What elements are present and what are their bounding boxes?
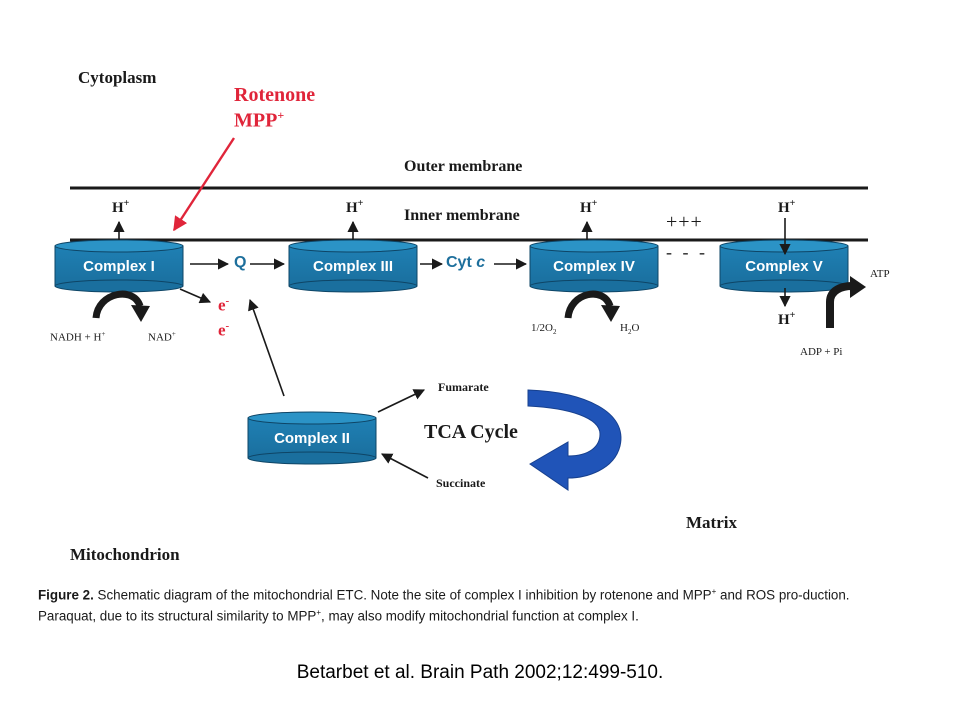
mitochondrion-label: Mitochondrion: [70, 545, 180, 564]
proton-label-4: H+: [580, 198, 598, 216]
complex-i-shape: [54, 239, 184, 293]
proton-label-5-bottom: H+: [778, 310, 796, 328]
arrow-succinate-c2: [381, 453, 429, 479]
complex-iv-label: Complex IV: [553, 258, 635, 275]
electron-label-1: e-: [218, 295, 230, 315]
nad-label: NAD+: [148, 330, 176, 344]
complex-v-shape: [719, 239, 849, 293]
water-label: H2O: [620, 322, 640, 337]
complex-iv-shape: [529, 239, 659, 293]
complex-iii-shape: [288, 239, 418, 293]
succinate-label: Succinate: [436, 476, 486, 490]
proton-label-1: H+: [112, 198, 130, 216]
matrix-label: Matrix: [686, 513, 737, 532]
proton-label-5-top: H+: [778, 198, 796, 216]
rotenone-label: Rotenone: [234, 84, 316, 106]
nadh-curved-arrow: [92, 290, 144, 319]
figure-caption: Figure 2. Schematic diagram of the mitoc…: [38, 587, 850, 624]
adp-label: ADP + Pi: [800, 346, 843, 358]
cytochrome-c-label: Cyt c: [446, 254, 486, 271]
mpp-label: MPP+: [234, 108, 285, 132]
negative-gradient-label: - - -: [666, 242, 708, 262]
complex-ii-shape: [247, 411, 377, 465]
complex-iii-label: Complex III: [312, 258, 394, 275]
fumarate-label: Fumarate: [438, 380, 489, 394]
oxygen-curved-arrow: [564, 290, 614, 319]
cytoplasm-label: Cytoplasm: [78, 68, 157, 87]
complex-ii-label: Complex II: [274, 430, 350, 447]
atp-curved-arrow: [826, 282, 853, 328]
outer-membrane-label: Outer membrane: [404, 158, 523, 175]
inner-membrane-label: Inner membrane: [404, 207, 520, 224]
positive-gradient-label: +++: [666, 211, 703, 233]
inhibitor-arrow: [172, 137, 236, 232]
oxygen-label: 1/2O2: [531, 322, 557, 337]
complex-i-label: Complex I: [83, 258, 155, 275]
electron-leak-arrow: [179, 288, 212, 304]
tca-cycle-arrow: [527, 389, 622, 491]
arrow-c2-q: [248, 298, 285, 397]
arrow-c2-fumarate: [377, 389, 426, 413]
ubiquinone-label: Q: [234, 254, 247, 271]
tca-cycle-label: TCA Cycle: [424, 421, 518, 443]
nadh-label: NADH + H+: [50, 330, 106, 344]
complex-v-label: Complex V: [745, 258, 823, 275]
electron-label-2: e-: [218, 320, 230, 340]
atp-label: ATP: [870, 268, 890, 280]
citation: Betarbet et al. Brain Path 2002;12:499-5…: [296, 662, 664, 683]
proton-label-3: H+: [346, 198, 364, 216]
